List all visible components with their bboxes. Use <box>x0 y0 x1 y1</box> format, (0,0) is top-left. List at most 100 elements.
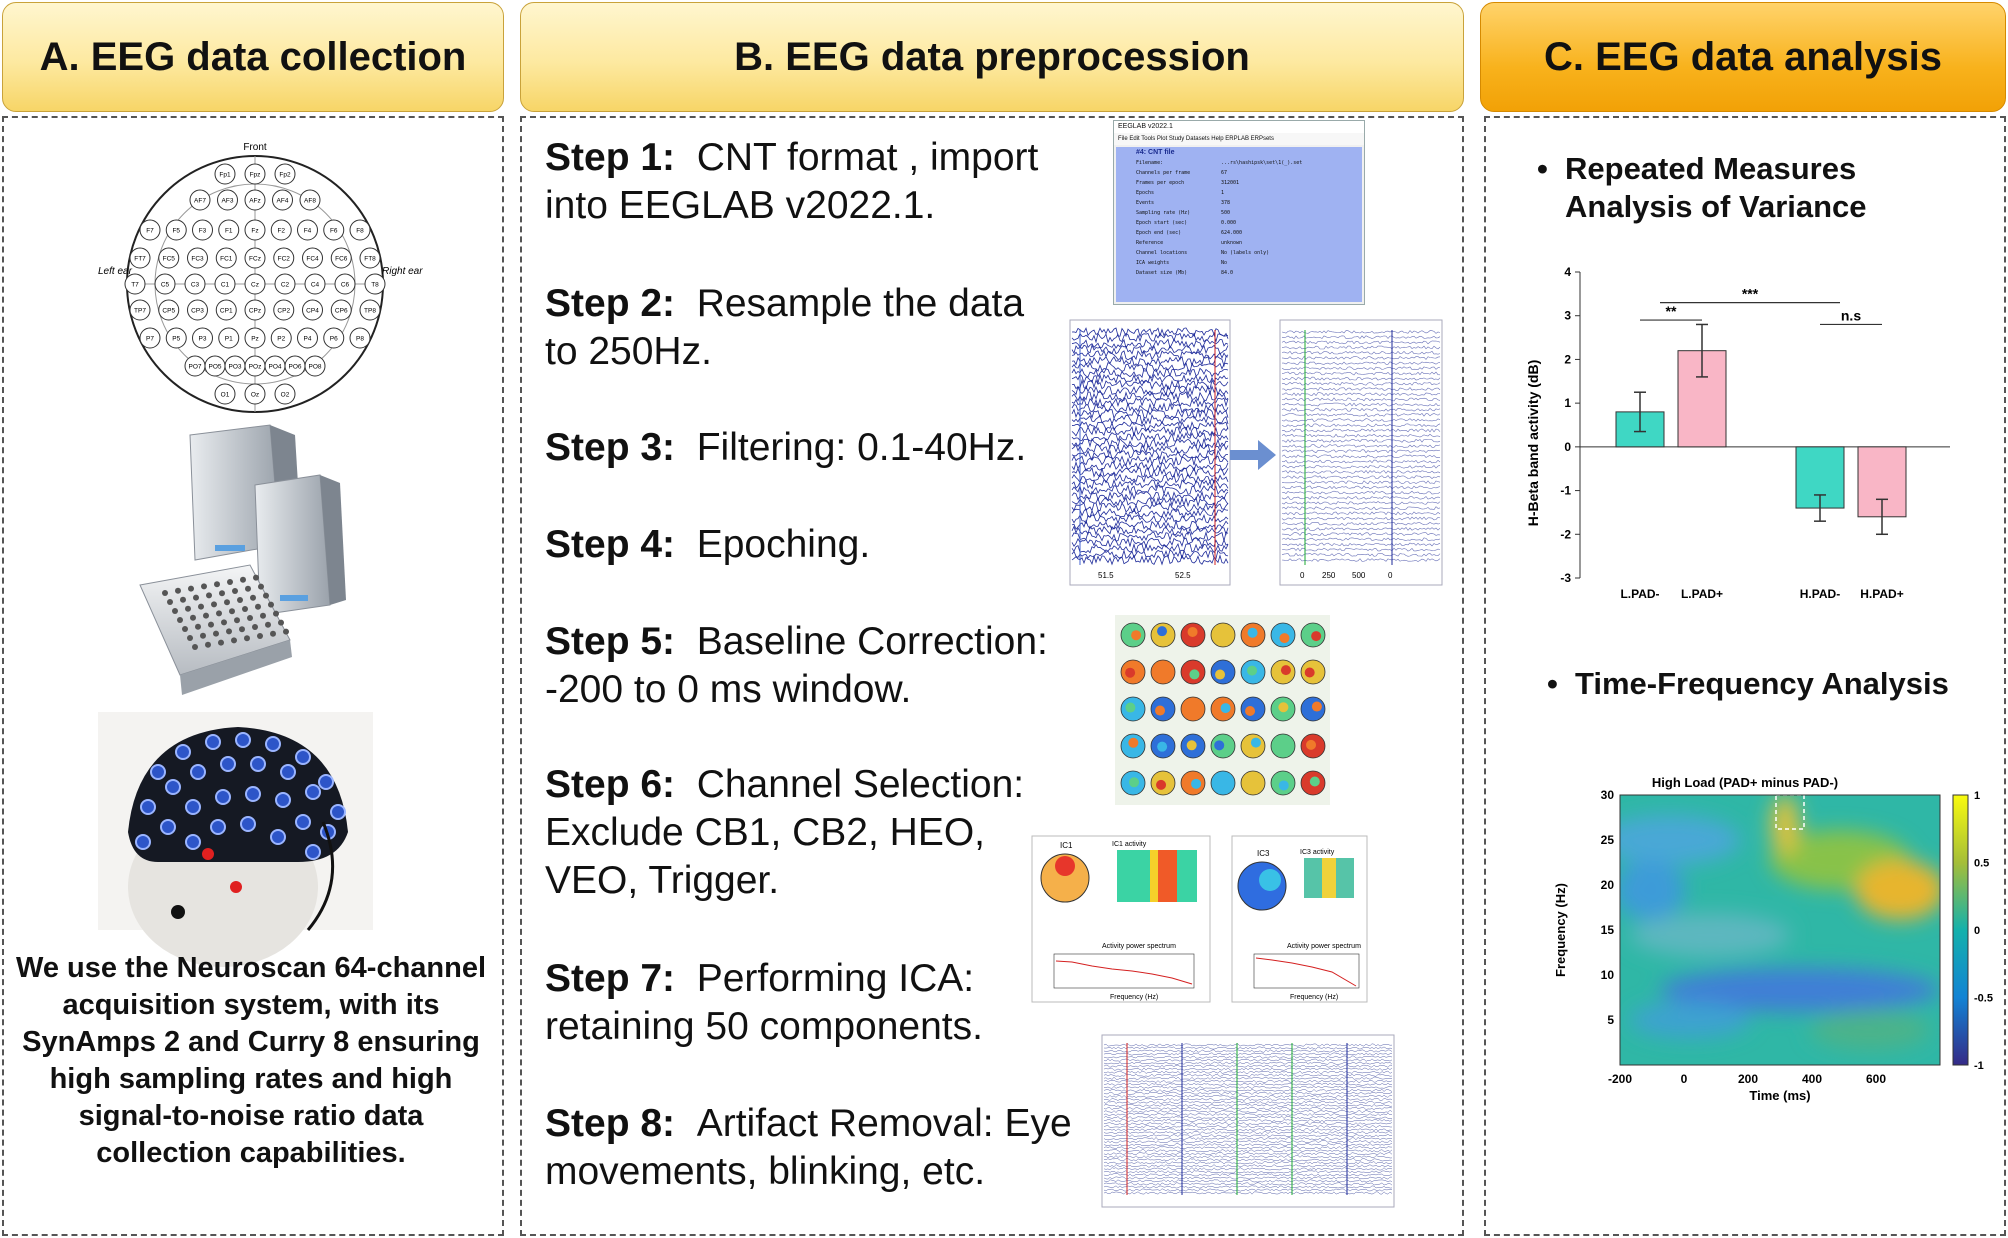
electrode-label: P5 <box>172 336 180 343</box>
electrode-label: FC6 <box>335 256 348 263</box>
panel-analysis <box>1484 116 2006 1236</box>
svg-text:52.5: 52.5 <box>1175 571 1191 580</box>
electrode-label: F8 <box>356 228 364 235</box>
step-3: Step 3: Filtering: 0.1-40Hz. <box>545 424 1105 472</box>
svg-text:IC1 activity: IC1 activity <box>1112 841 1147 848</box>
electrode-label: CP5 <box>162 308 175 315</box>
electrode-label: CP3 <box>191 308 204 315</box>
electrode <box>272 189 293 211</box>
electrode-label: FT8 <box>364 256 376 263</box>
electrode <box>299 189 321 211</box>
step-4-label: Step 4: <box>545 523 676 566</box>
step-1-label: Step 1: <box>545 136 676 179</box>
heatmap-title: High Load (PAD+ minus PAD-) <box>1652 775 1838 790</box>
bar-ytick-label: 1 <box>1564 396 1571 410</box>
electrode <box>244 189 266 211</box>
heatmap-field <box>1620 795 1940 1065</box>
electrode <box>154 273 176 295</box>
bar-ytick-label: -1 <box>1560 484 1571 498</box>
step-3-label: Step 3: <box>545 426 676 469</box>
step-7-text: Performing ICA: retaining 50 components. <box>545 957 983 1048</box>
significance-label: n.s <box>1841 307 1861 323</box>
step-2-text: Resample the data to 250Hz. <box>545 282 1025 373</box>
svg-text:Frequency (Hz): Frequency (Hz) <box>1110 994 1158 1001</box>
amplifier-image <box>139 424 346 695</box>
electrode <box>129 299 151 321</box>
heatmap-xtick-label: -200 <box>1608 1072 1632 1086</box>
heatmap-ytick-label: 25 <box>1601 833 1615 847</box>
electrode-label: F3 <box>199 228 207 235</box>
electrode-label: O1 <box>221 392 230 399</box>
step-1-text: CNT format , import into EEGLAB v2022.1. <box>545 136 1039 227</box>
electrode-label: FC1 <box>220 256 233 263</box>
svg-text:250: 250 <box>1322 571 1336 580</box>
electrode <box>218 219 240 241</box>
header-eeg-analysis: C. EEG data analysis <box>1480 2 2006 112</box>
electrode-label: PO7 <box>188 364 201 371</box>
electrode-label: F2 <box>277 228 285 235</box>
bullet-anova: •Repeated Measures Analysis of Variance <box>1537 151 1867 224</box>
electrode-label: C3 <box>191 282 200 289</box>
electrode-label: F6 <box>330 228 338 235</box>
heatmap-colorbar <box>1952 794 1969 1066</box>
collection-caption: We use the Neuroscan 64-channel acquisit… <box>15 952 487 1169</box>
svg-text:IC1: IC1 <box>1060 841 1073 850</box>
electrode <box>364 273 386 295</box>
bar-ytick-label: 3 <box>1564 309 1571 323</box>
electrode-label: C2 <box>281 282 290 289</box>
electrode-label: PO6 <box>288 364 301 371</box>
electrode <box>273 247 295 269</box>
heatmap-ytick-label: 20 <box>1601 878 1615 892</box>
electrode-label: C5 <box>161 282 170 289</box>
eeglab-window: EEGLAB v2022.1 File Edit Tools Plot Stud… <box>1113 120 1365 305</box>
eeg-traces-cleaned <box>1101 1034 1395 1208</box>
colorbar-tick-label: -1 <box>1974 1060 1984 1072</box>
electrode <box>165 219 187 241</box>
electrode-label: CPz <box>249 308 261 315</box>
heatmap-xtick-label: 600 <box>1866 1072 1886 1086</box>
electrode <box>189 189 211 211</box>
electrode <box>274 163 296 185</box>
eeglab-menu: File Edit Tools Plot Study Datasets Help… <box>1114 133 1364 145</box>
header-c-text: C. EEG data analysis <box>1544 34 1942 79</box>
electrode <box>274 273 296 295</box>
electrode <box>330 247 352 269</box>
montage-front-label: Front <box>243 142 267 153</box>
electrode-label: P6 <box>330 336 338 343</box>
electrode-label: PO8 <box>308 364 321 371</box>
electrode-label: AF7 <box>194 198 206 205</box>
colorbar-tick-label: 0 <box>1974 925 1980 937</box>
colorbar-tick-label: 0.5 <box>1974 858 1989 870</box>
heatmap-ytick-label: 15 <box>1601 923 1615 937</box>
electrode-label: TP8 <box>364 308 376 315</box>
electrode <box>214 163 236 185</box>
bar-category-label: H.PAD+ <box>1860 587 1903 601</box>
colorbar-tick-label: -0.5 <box>1974 993 1993 1005</box>
electrode <box>139 219 161 241</box>
bullet-time-frequency: •Time-Frequency Analysis <box>1547 666 1949 701</box>
heatmap-ytick-label: 10 <box>1601 968 1615 982</box>
electrode <box>187 247 208 269</box>
electrode-label: PO3 <box>228 364 241 371</box>
electrode <box>139 327 161 349</box>
electrode-label: T8 <box>371 282 379 289</box>
eeglab-info-row: Epoch start (sec)0.000 <box>1136 220 1237 226</box>
electrode <box>244 383 266 405</box>
eeglab-info-row: Dataset size (Mb)84.0 <box>1136 270 1234 276</box>
arrow-right-icon <box>1230 440 1276 470</box>
electrode <box>215 299 237 321</box>
electrode-label: AF3 <box>222 198 234 205</box>
electrode-label: PO5 <box>208 364 221 371</box>
step-2: Step 2: Resample the data to 250Hz. <box>545 280 1065 376</box>
electrode <box>244 327 266 349</box>
electrode <box>359 247 381 269</box>
electrode <box>349 327 371 349</box>
